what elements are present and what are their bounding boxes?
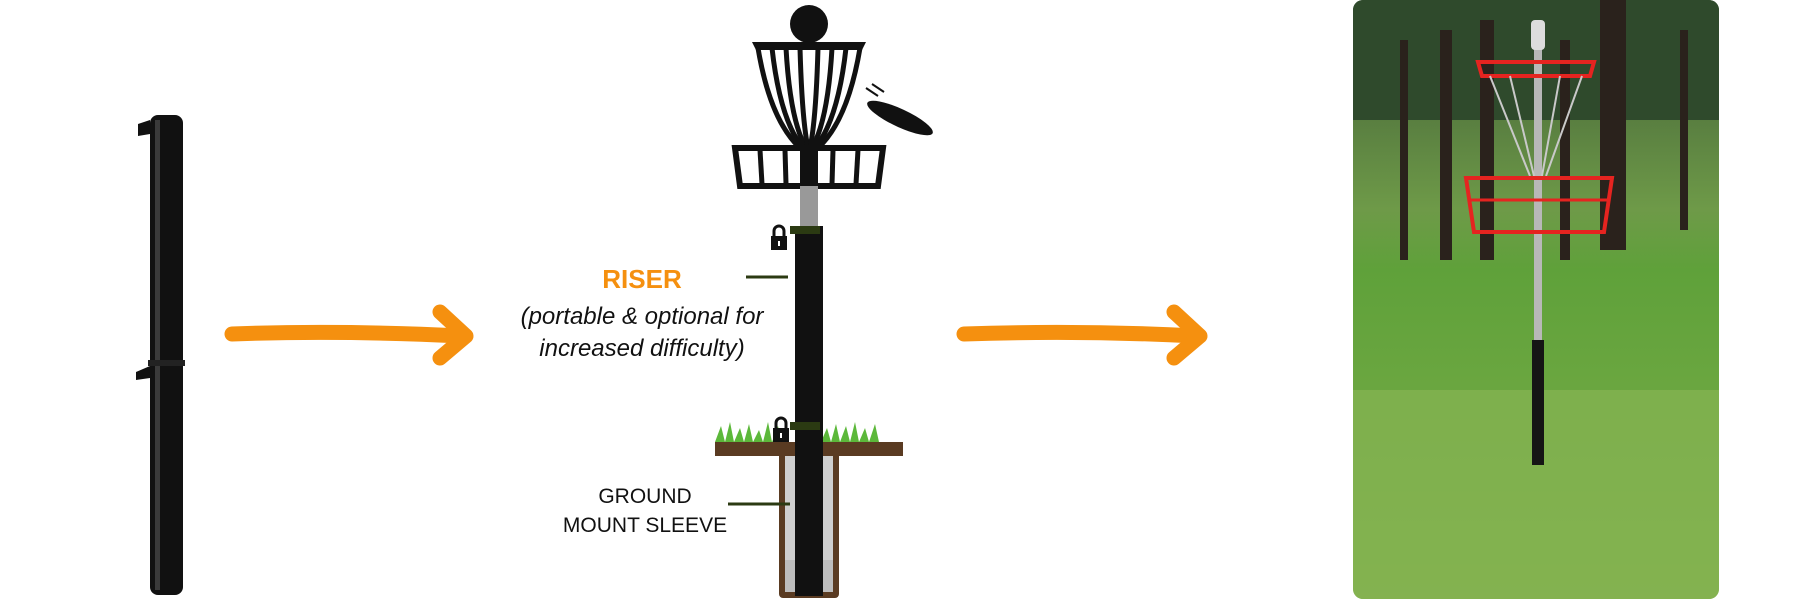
riser-and-sleeve [715,224,903,598]
riser-pole-product [136,115,185,595]
riser-subtitle-line2: increased difficulty) [539,335,744,362]
lock-icon [771,224,787,250]
ground-label-line2: MOUNT SLEEVE [563,514,727,537]
riser-subtitle-line1: (portable & optional for [521,303,765,330]
arrow-right-icon [224,304,474,366]
installed-basket-photo [1353,0,1719,599]
arrow-right-icon [956,304,1208,366]
basket-illustration [731,5,933,226]
lock-icon [773,416,789,442]
disc-icon [865,83,933,136]
riser-title: RISER [602,264,682,294]
ground-label-line1: GROUND [598,485,691,508]
